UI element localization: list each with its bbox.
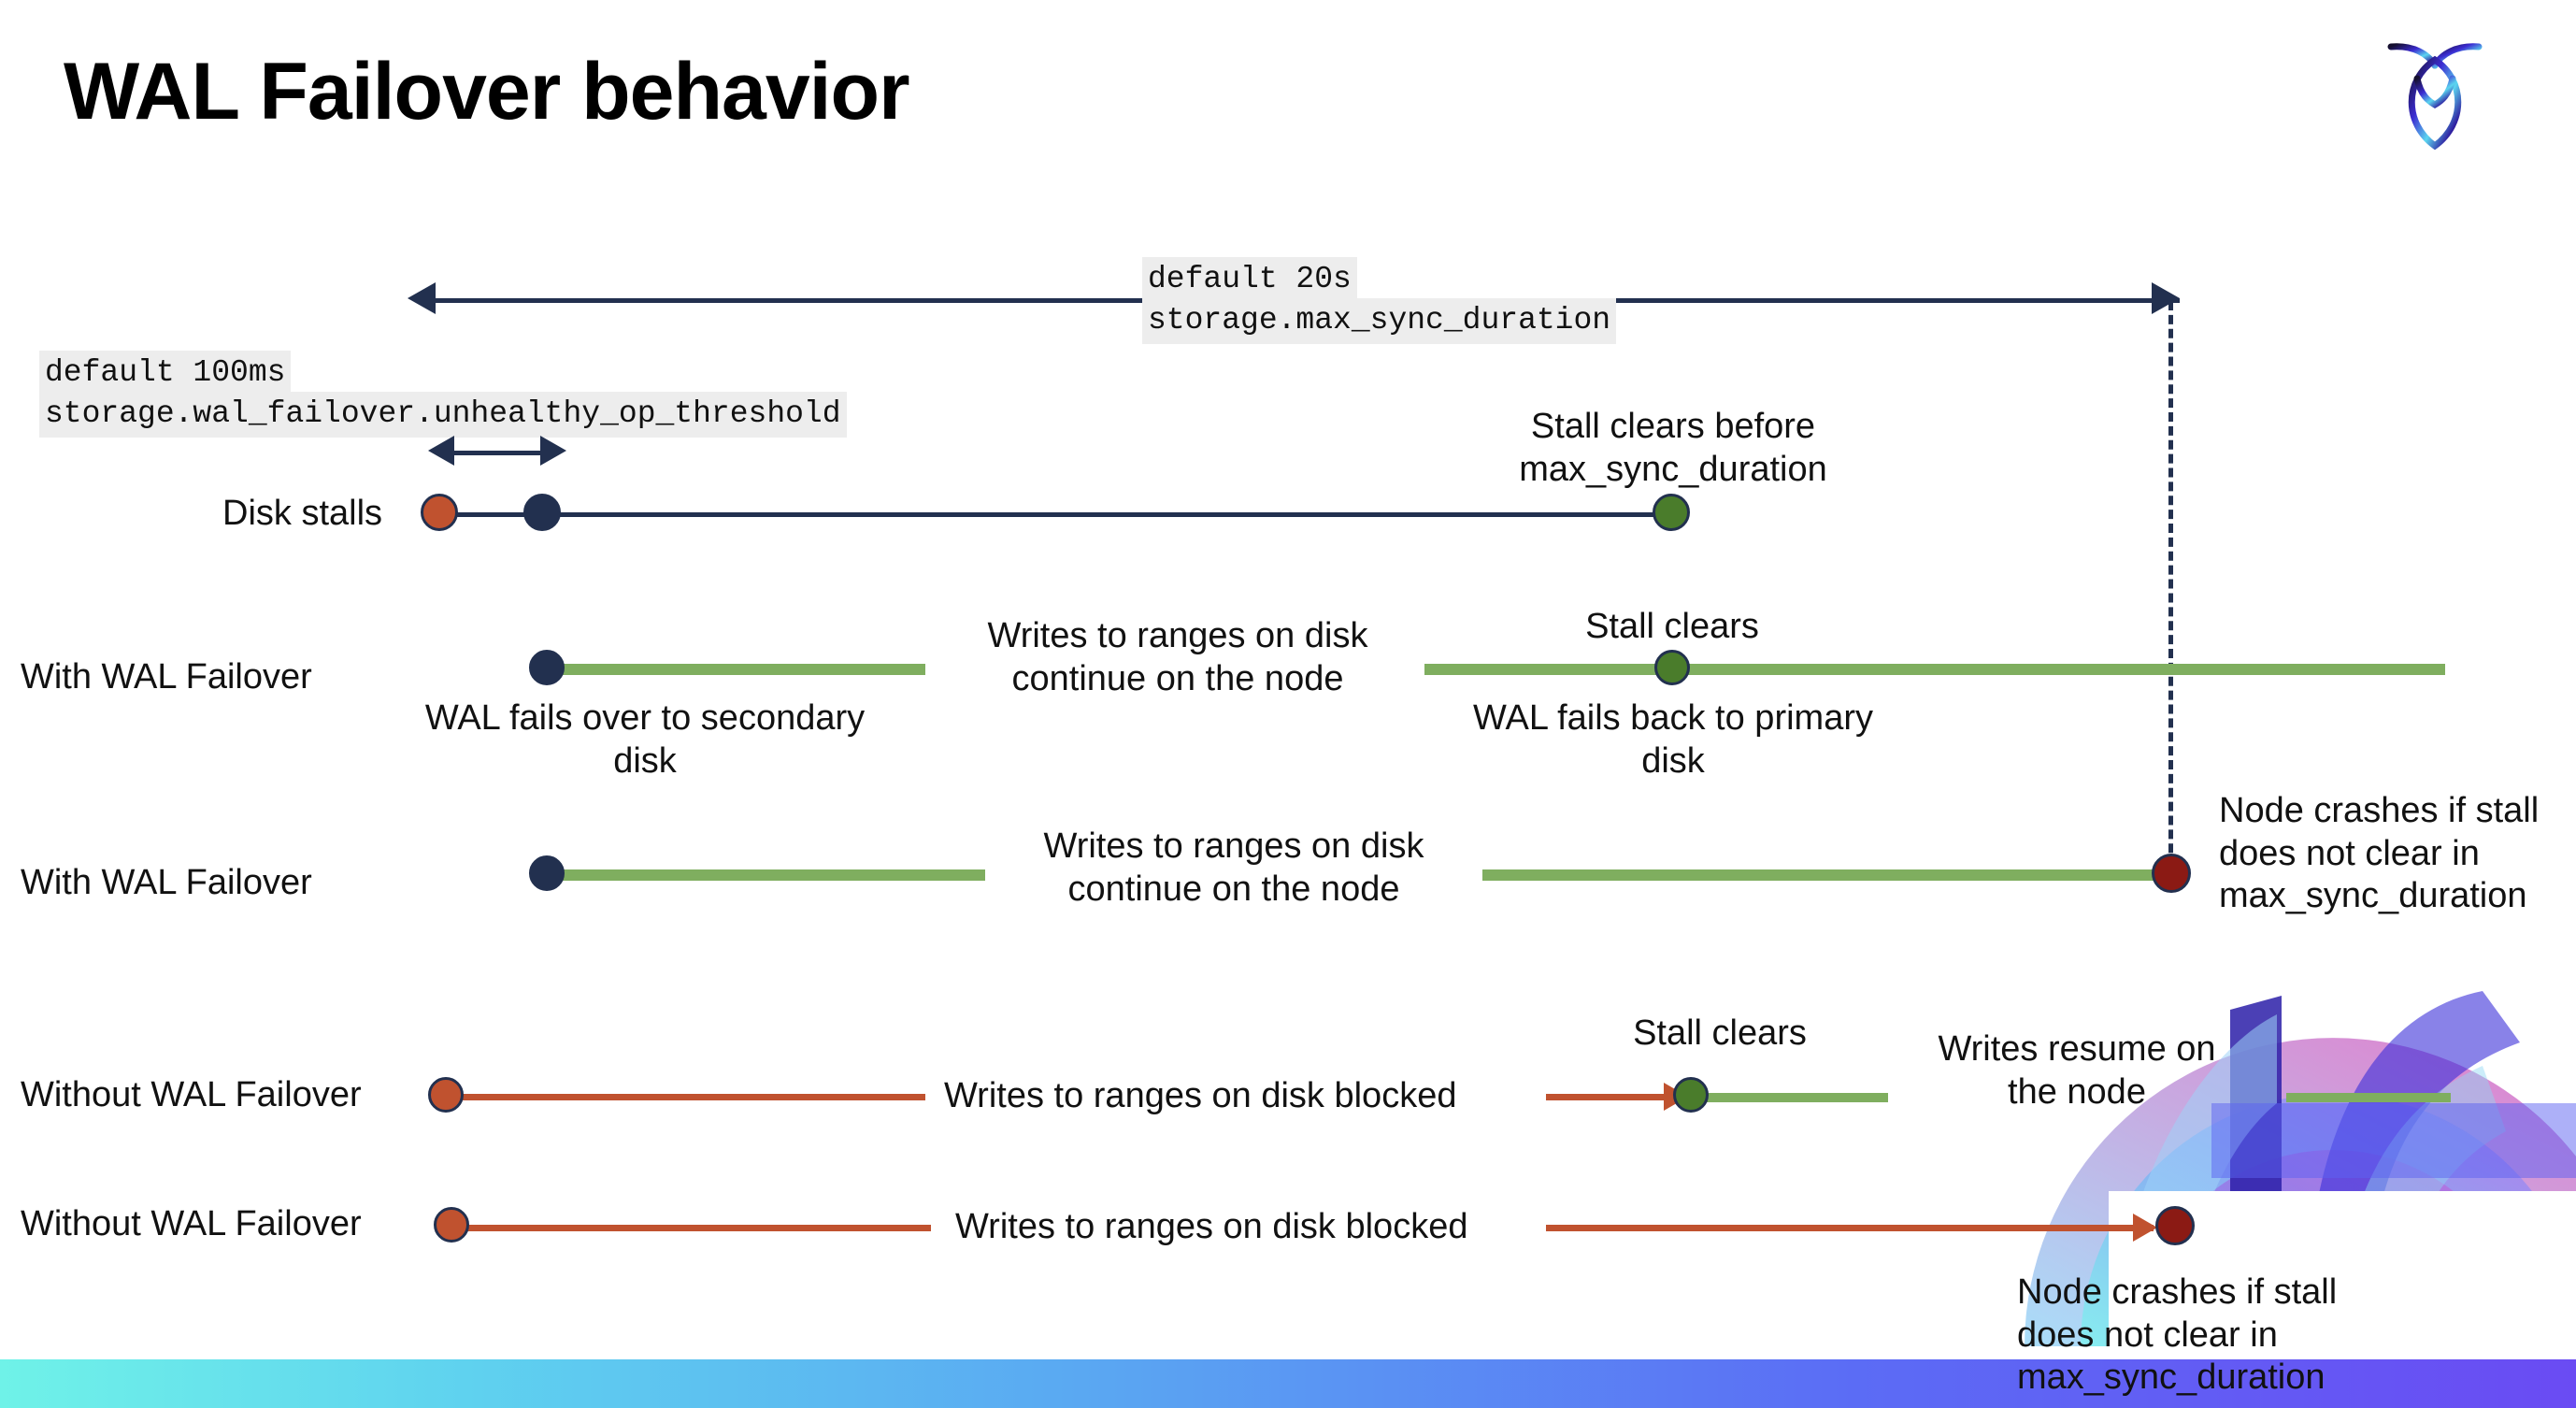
with-wal-failover-2-failover-dot — [529, 855, 565, 891]
page-title: WAL Failover behavior — [64, 47, 910, 136]
max-sync-duration-dashed-guide — [2168, 301, 2173, 881]
unhealthy-op-arrow-right — [540, 436, 566, 466]
row-label-disk-stalls: Disk stalls — [222, 494, 383, 533]
annotation-stall-clears-before: Stall clears before max_sync_duration — [1519, 407, 1827, 489]
row-label-with-wal-failover-2: With WAL Failover — [21, 863, 312, 902]
max-sync-span-arrow-right — [2152, 282, 2180, 314]
unhealthy-op-arrow-left — [428, 436, 454, 466]
code-label-max-sync-line2: storage.max_sync_duration — [1142, 298, 1617, 344]
with-wal-failover-1-failover-dot — [529, 650, 565, 685]
annotation-wal-fails-over: WAL fails over to secondary disk — [424, 698, 866, 781]
annotation-writes-blocked-1: Writes to ranges on disk blocked — [944, 1076, 1457, 1115]
code-label-max-sync-line1: default 20s — [1142, 257, 1357, 303]
annotation-stall-clears-a: Stall clears — [1585, 607, 1759, 646]
annotation-node-crashes-2: Node crashes if stall does not clear in … — [2017, 1272, 2338, 1398]
annotation-writes-blocked-2: Writes to ranges on disk blocked — [955, 1207, 1468, 1246]
code-label-unhealthy-op-line1: default 100ms — [39, 351, 292, 396]
row-label-without-wal-failover-1: Without WAL Failover — [21, 1075, 362, 1114]
with-wal-failover-1-line-right — [1424, 664, 2445, 675]
without-wal-failover-1-start-dot — [428, 1077, 464, 1113]
with-wal-failover-2-line-right — [1482, 869, 2170, 881]
without-wal-failover-2-line-b — [1546, 1225, 2154, 1231]
without-wal-failover-2-line-a — [464, 1225, 931, 1231]
annotation-stall-clears-b: Stall clears — [1633, 1013, 1807, 1053]
with-wal-failover-1-line-left — [533, 664, 925, 675]
cockroachdb-logo-icon — [2380, 26, 2490, 159]
disk-stalls-timeline — [439, 512, 1673, 517]
without-wal-failover-2-arrowhead — [2133, 1214, 2157, 1242]
without-wal-failover-1-line-blocked-b — [1546, 1094, 1666, 1100]
row-label-with-wal-failover-1: With WAL Failover — [21, 657, 312, 697]
bottom-gradient-bar — [0, 1359, 2576, 1408]
disk-stalls-failover-dot — [523, 494, 561, 531]
without-wal-failover-2-start-dot — [434, 1207, 469, 1243]
annotation-writes-continue-2: Writes to ranges on disk continue on the… — [1043, 826, 1424, 909]
annotation-node-crashes-1: Node crashes if stall does not clear in … — [2219, 791, 2540, 916]
annotation-writes-resume: Writes resume on the node — [1938, 1029, 2216, 1112]
row-label-without-wal-failover-2: Without WAL Failover — [21, 1204, 362, 1243]
with-wal-failover-1-clear-dot — [1654, 650, 1690, 685]
disk-stalls-clear-dot — [1653, 494, 1690, 531]
without-wal-failover-1-line-resumed — [1699, 1093, 1888, 1102]
without-wal-failover-1-line-resumed-far — [2286, 1093, 2451, 1102]
without-wal-failover-2-crash-dot — [2155, 1206, 2195, 1245]
with-wal-failover-2-crash-dot — [2152, 854, 2191, 893]
code-label-unhealthy-op-line2: storage.wal_failover.unhealthy_op_thresh… — [39, 392, 847, 438]
unhealthy-op-threshold-span-line — [454, 451, 542, 455]
with-wal-failover-2-line-left — [535, 869, 985, 881]
annotation-writes-continue-1: Writes to ranges on disk continue on the… — [987, 616, 1368, 698]
annotation-wal-fails-back: WAL fails back to primary disk — [1473, 698, 1873, 781]
without-wal-failover-1-line-blocked-a — [458, 1094, 925, 1100]
max-sync-span-arrow-left — [408, 282, 436, 314]
disk-stalls-start-dot — [421, 494, 458, 531]
without-wal-failover-1-clear-dot — [1673, 1077, 1709, 1113]
